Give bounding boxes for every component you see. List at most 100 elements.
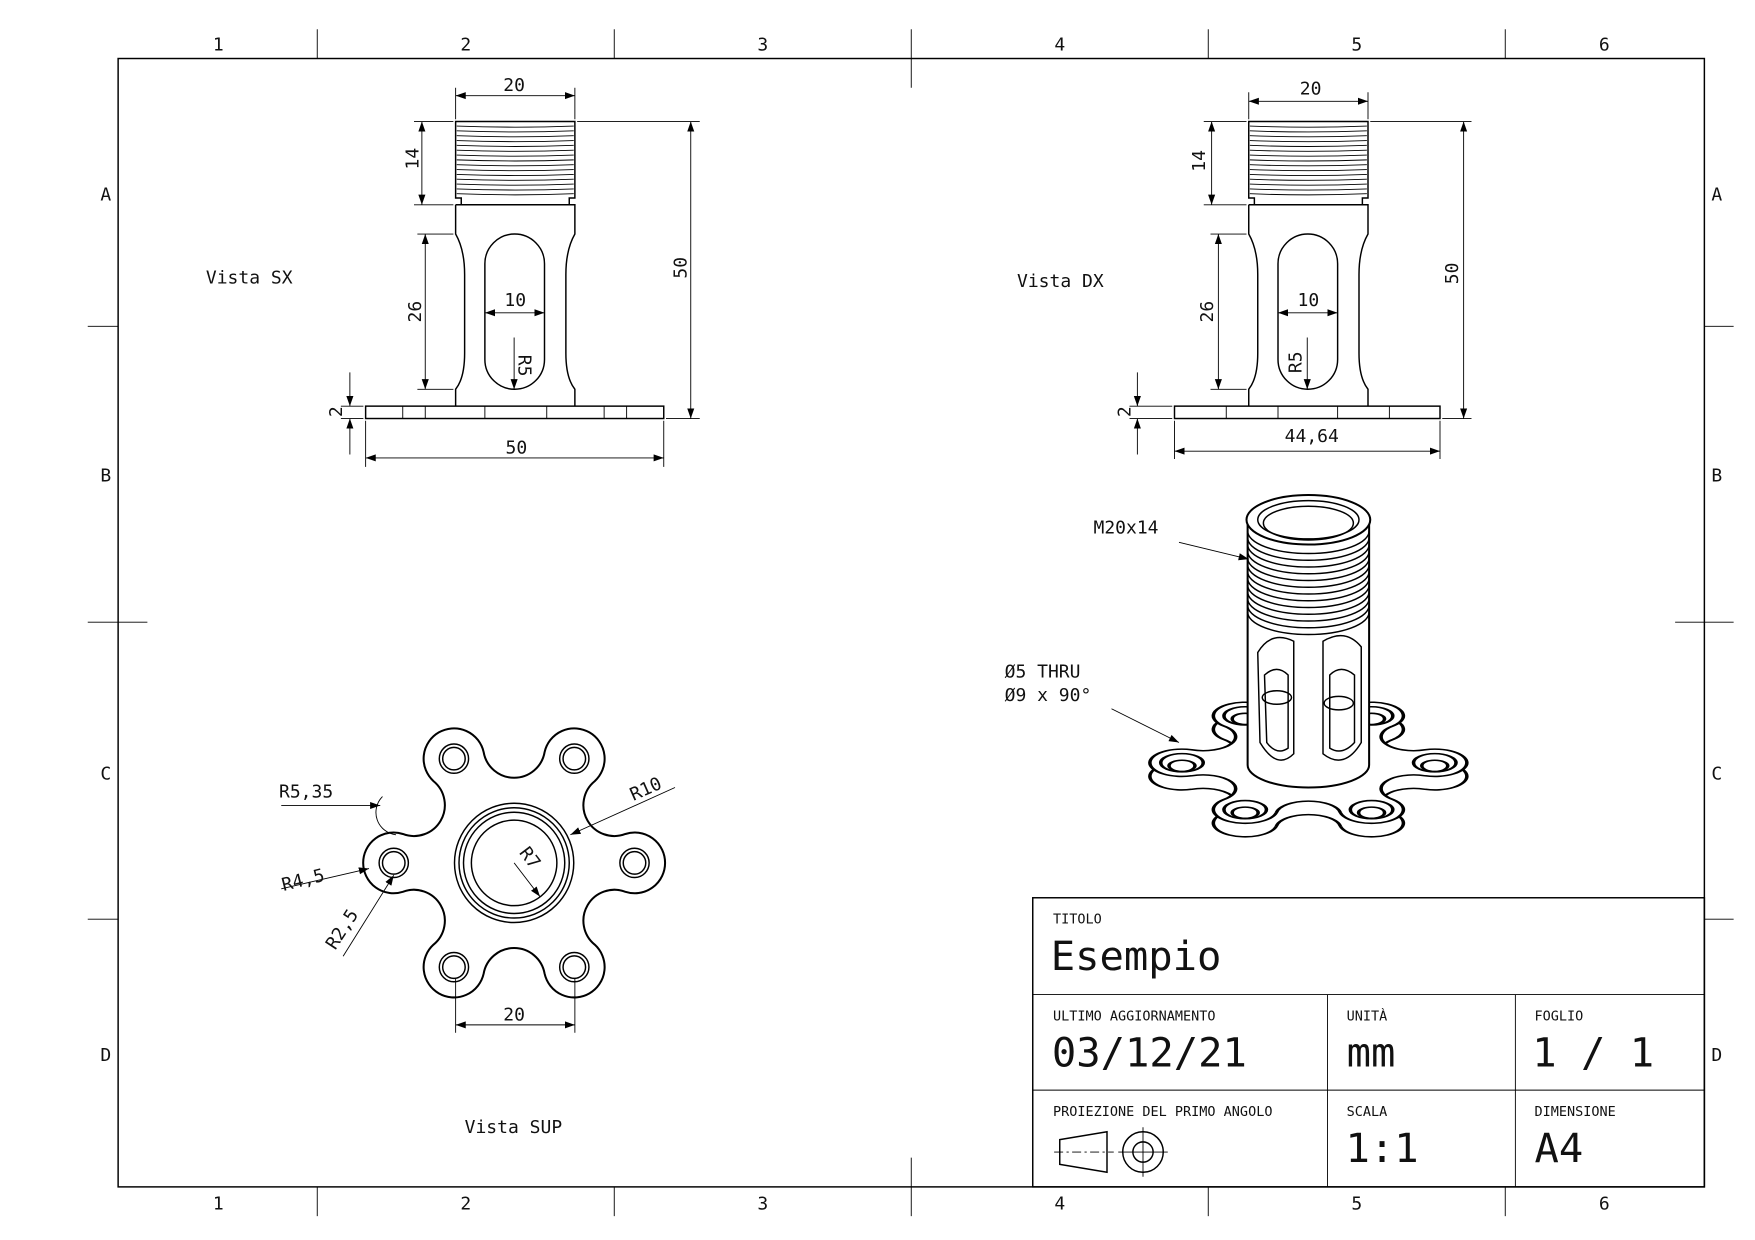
mounting-hole-countersink	[438, 743, 470, 774]
title-block: TITOLO Esempio ULTIMO AGGIORNAMENTO 03/1…	[1032, 897, 1706, 1188]
mounting-hole-countersink	[378, 847, 410, 879]
zone-row-d-right: D	[1711, 1045, 1722, 1066]
zone-row-b-left: B	[100, 466, 111, 487]
updated-label: ULTIMO AGGIORNAMENTO	[1053, 1008, 1216, 1024]
zone-row-d-left: D	[100, 1045, 111, 1066]
iso-mounting-hole-inner	[1420, 759, 1450, 773]
zone-col-4-bottom: 4	[1054, 1193, 1065, 1214]
iso-thread-ring	[1246, 591, 1370, 615]
zone-col-4-top: 4	[1054, 35, 1065, 56]
dim-left-height: 50	[670, 257, 691, 279]
dim-top-hole-spacing: 20	[503, 1004, 525, 1025]
base-plate-left	[364, 405, 665, 420]
dimensions-top	[281, 787, 676, 1033]
sheet-label: FOGLIO	[1535, 1008, 1584, 1024]
zone-col-6-top: 6	[1599, 35, 1610, 56]
mounting-hole-countersink	[558, 743, 590, 774]
updated-value: 03/12/21	[1052, 1029, 1247, 1077]
mounting-hole-countersink	[558, 951, 590, 983]
first-angle-projection-icon	[1054, 1127, 1168, 1177]
mounting-hole	[441, 955, 466, 980]
view-top-label: Vista SUP	[465, 1117, 563, 1138]
base-plate-edges-left	[402, 406, 628, 419]
dim-left-base-width: 50	[506, 437, 528, 458]
iso-hole-note-1: Ø5 THRU	[1005, 661, 1081, 682]
dim-left-thread-len: 14	[403, 148, 424, 170]
dim-right-slot-width: 10	[1298, 290, 1320, 311]
scale-label: SCALA	[1347, 1104, 1388, 1120]
zone-col-6-bottom: 6	[1599, 1193, 1610, 1214]
iso-thread-ring	[1246, 584, 1370, 609]
iso-thread-ring	[1246, 605, 1370, 629]
view-top: R5,35 R10 R7 R4,5 R2,5 20 Vista SUP	[279, 727, 676, 1138]
iso-thread-ring	[1246, 598, 1370, 622]
zone-grid	[87, 29, 1734, 1217]
iso-thread-ring	[1246, 530, 1370, 555]
view-left: Vista SX 20 14 26 50 10 R5 2 50	[206, 75, 700, 467]
dim-left-slot-radius: R5	[514, 355, 535, 377]
iso-leaders	[1111, 541, 1249, 743]
title-label: TITOLO	[1053, 912, 1102, 928]
iso-thread-ring	[1246, 537, 1370, 561]
iso-thread-ring	[1246, 544, 1370, 568]
iso-thread-ring	[1246, 571, 1370, 595]
iso-hole-note-2: Ø9 x 90°	[1005, 685, 1092, 706]
mounting-hole	[381, 850, 406, 875]
sheet-value: 1 / 1	[1532, 1029, 1654, 1077]
view-isometric: M20x14 Ø5 THRU Ø9 x 90°	[1005, 494, 1469, 838]
iso-thread-top	[1245, 494, 1372, 546]
dim-top-r-hole: R2,5	[322, 906, 363, 954]
zone-col-1-bottom: 1	[213, 1193, 224, 1214]
zone-labels: 1 2 3 4 5 6 1 2 3 4 5 6 A B C D A B C D	[100, 35, 1722, 1215]
dimensions-right	[1129, 92, 1472, 460]
zone-row-a-left: A	[100, 184, 111, 205]
mounting-hole	[562, 955, 587, 980]
iso-mounting-hole-inner	[1230, 806, 1260, 820]
view-right: Vista DX 20 14 26 50 10 R5 2 44,6	[1017, 79, 1472, 460]
mounting-hole	[562, 746, 587, 771]
flange-holes-top	[378, 743, 650, 983]
zone-col-2-bottom: 2	[460, 1193, 471, 1214]
dim-left-base-thk: 2	[326, 406, 347, 417]
central-boss-top	[453, 802, 575, 924]
iso-mounting-hole-inner	[1167, 759, 1197, 773]
view-left-label: Vista SX	[206, 268, 293, 289]
zone-row-a-right: A	[1711, 184, 1722, 205]
size-label: DIMENSIONE	[1535, 1104, 1616, 1120]
view-right-label: Vista DX	[1017, 271, 1104, 292]
base-plate-right	[1173, 405, 1441, 420]
projection-label: PROIEZIONE DEL PRIMO ANGOLO	[1053, 1104, 1272, 1120]
dim-top-r-fillet: R5,35	[279, 782, 333, 803]
zone-col-1-top: 1	[213, 35, 224, 56]
dim-right-base-thk: 2	[1115, 406, 1136, 417]
dim-left-top-width: 20	[503, 75, 525, 96]
mounting-hole-countersink	[619, 847, 650, 879]
zone-row-c-right: C	[1711, 764, 1722, 785]
zone-col-2-top: 2	[460, 35, 471, 56]
part-body-right	[1248, 120, 1369, 407]
title-value: Esempio	[1051, 932, 1222, 980]
dim-right-slot-radius: R5	[1286, 351, 1307, 373]
scale-value: 1:1	[1346, 1124, 1419, 1172]
dim-right-top-width: 20	[1300, 79, 1322, 100]
mounting-hole-countersink	[438, 951, 470, 983]
zone-col-3-top: 3	[757, 35, 768, 56]
zone-row-c-left: C	[100, 764, 111, 785]
units-label: UNITÀ	[1347, 1007, 1388, 1024]
dim-left-slot-len: 26	[405, 301, 426, 323]
iso-mounting-hole-inner	[1356, 806, 1387, 820]
size-value: A4	[1535, 1124, 1584, 1172]
base-plate-edges-right	[1225, 406, 1390, 419]
dim-right-height: 50	[1442, 263, 1463, 285]
iso-cylinder	[1246, 516, 1371, 789]
dim-top-r-outer: R10	[627, 773, 665, 805]
mounting-hole	[622, 850, 647, 875]
dim-right-base-width: 44,64	[1285, 426, 1339, 447]
zone-col-3-bottom: 3	[757, 1193, 768, 1214]
iso-slots	[1257, 634, 1362, 761]
iso-thread-rings	[1246, 530, 1370, 636]
iso-thread-ring	[1246, 557, 1370, 582]
dim-top-r-lobe: R4,5	[280, 865, 327, 896]
units-value: mm	[1347, 1029, 1396, 1077]
